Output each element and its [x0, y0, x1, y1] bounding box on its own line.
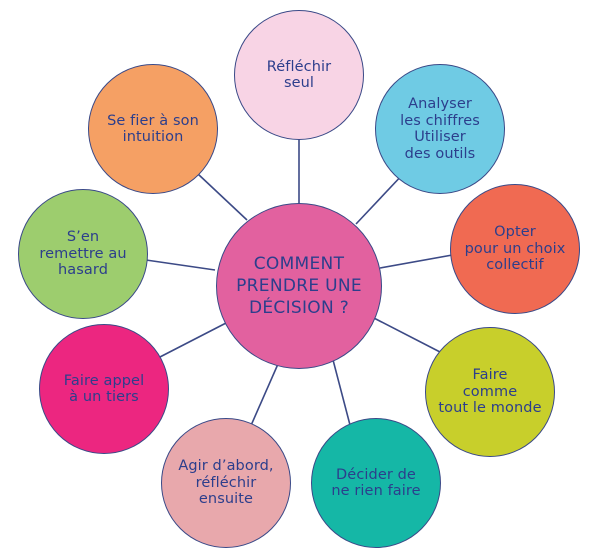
bubble-label-comme-tout-le-monde: Faire comme tout le monde — [438, 367, 542, 417]
connector-analyser-chiffres — [355, 171, 406, 225]
connector-remettre-hasard — [145, 259, 216, 271]
bubble-label-remettre-hasard: S’en remettre au hasard — [39, 229, 127, 279]
connector-ne-rien-faire — [331, 355, 351, 426]
bubble-agir-abord: Agir d’abord, réfléchir ensuite — [161, 418, 291, 548]
bubble-comme-tout-le-monde: Faire comme tout le monde — [425, 327, 555, 457]
bubble-label-ne-rien-faire: Décider de ne rien faire — [331, 466, 421, 500]
central-question-label: COMMENT PRENDRE UNE DÉCISION ? — [236, 254, 362, 318]
bubble-label-appel-tiers: Faire appel à un tiers — [63, 372, 145, 406]
bubble-label-analyser-chiffres: Analyser les chiffres Utiliser des outil… — [400, 96, 480, 162]
bubble-label-reflechir-seul: Réfléchir seul — [266, 58, 332, 92]
bubble-label-agir-abord: Agir d’abord, réfléchir ensuite — [178, 458, 274, 508]
connector-appel-tiers — [157, 321, 229, 359]
bubble-label-choix-collectif: Opter pour un choix collectif — [464, 224, 566, 274]
connector-agir-abord — [248, 363, 279, 431]
connector-comme-tout-le-monde — [369, 315, 441, 353]
connector-se-fier-intuition — [197, 173, 248, 221]
bubble-label-se-fier-intuition: Se fier à son intuition — [107, 112, 199, 146]
bubble-se-fier-intuition: Se fier à son intuition — [88, 64, 218, 194]
bubble-appel-tiers: Faire appel à un tiers — [39, 324, 169, 454]
bubble-choix-collectif: Opter pour un choix collectif — [450, 184, 580, 314]
central-question-bubble: COMMENT PRENDRE UNE DÉCISION ? — [216, 203, 382, 369]
connector-choix-collectif — [379, 253, 459, 269]
bubble-ne-rien-faire: Décider de ne rien faire — [311, 418, 441, 548]
bubble-analyser-chiffres: Analyser les chiffres Utiliser des outil… — [375, 64, 505, 194]
bubble-reflechir-seul: Réfléchir seul — [234, 10, 364, 140]
bubble-remettre-hasard: S’en remettre au hasard — [18, 189, 148, 319]
